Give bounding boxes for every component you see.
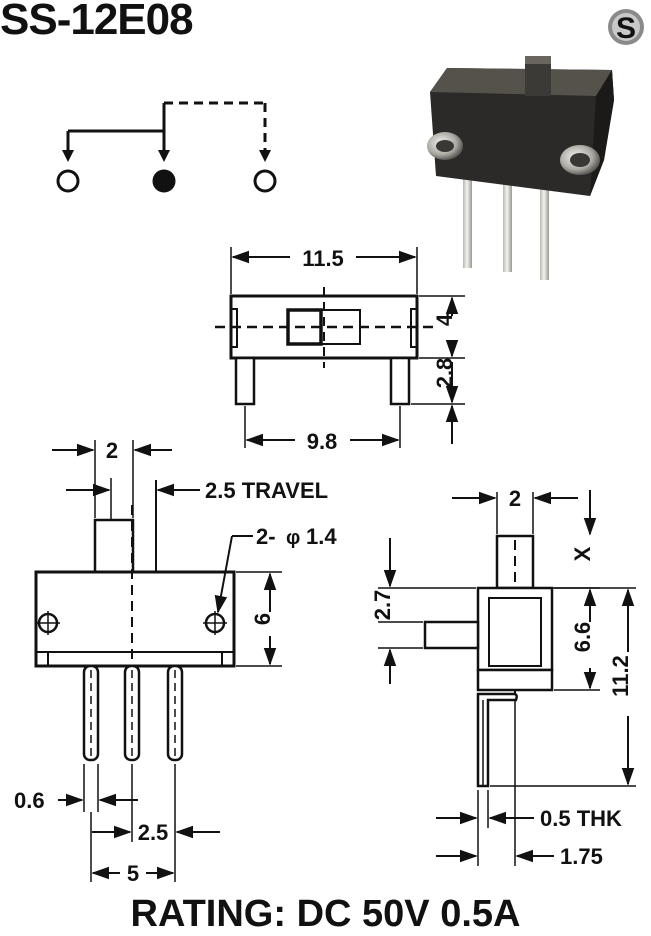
top-height-label: 4 [432, 313, 457, 326]
brand-logo: S [608, 9, 644, 45]
body-depth-label: 6.6 [570, 622, 595, 653]
hole-phi-symbol: φ [286, 527, 300, 549]
top-pitch-label: 9.8 [307, 429, 338, 454]
side-actuator-width-label: 2 [509, 486, 521, 511]
front-actuator-width-label: 2 [106, 438, 118, 463]
product-photo [427, 56, 614, 280]
pin-span-label: 5 [127, 861, 139, 886]
hole-count-label: 2- [256, 524, 276, 549]
switch-schematic [56, 101, 277, 193]
body-height-label: 6 [250, 613, 275, 625]
side-view [378, 490, 636, 866]
pin-width-label: 0.6 [14, 788, 45, 813]
boss-offset-label: 2.7 [370, 590, 395, 621]
part-number-title: SS-12E08 [0, 0, 194, 44]
rating-text: RATING: DC 50V 0.5A [130, 893, 521, 935]
top-width-label: 11.5 [302, 246, 344, 271]
thickness-label: 0.5 THK [540, 806, 622, 831]
overall-height-label: 11.2 [608, 655, 633, 697]
front-view [34, 440, 282, 882]
travel-label: 2.5 TRAVEL [205, 478, 328, 503]
x-travel-label: X [570, 546, 595, 561]
brand-logo-letter: S [616, 12, 636, 45]
hole-diameter-label: 1.4 [306, 524, 337, 549]
top-view [215, 247, 465, 448]
offset-label: 1.75 [560, 844, 603, 869]
pin-pitch-label: 2.5 [138, 820, 169, 845]
top-pin-label: 2.8 [432, 358, 457, 389]
